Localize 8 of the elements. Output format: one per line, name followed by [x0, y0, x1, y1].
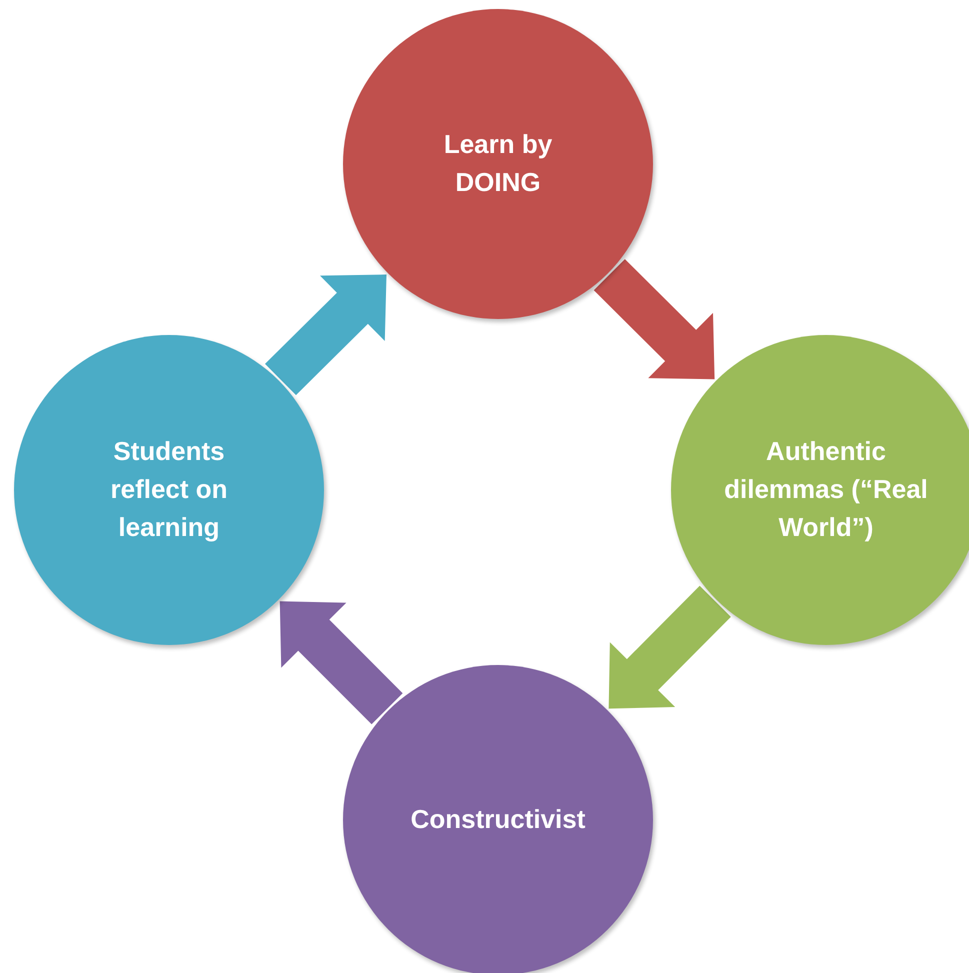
- node-label: Students reflect on learning: [109, 435, 229, 544]
- node-label: Learn by DOING: [442, 128, 554, 199]
- block-arrow: [608, 586, 731, 709]
- node-label: Constructivist: [410, 803, 586, 836]
- node-label: Authentic dilemmas (“Real World”): [723, 435, 929, 544]
- block-arrow: [265, 274, 386, 396]
- block-arrow: [280, 601, 403, 724]
- block-arrow: [594, 259, 715, 380]
